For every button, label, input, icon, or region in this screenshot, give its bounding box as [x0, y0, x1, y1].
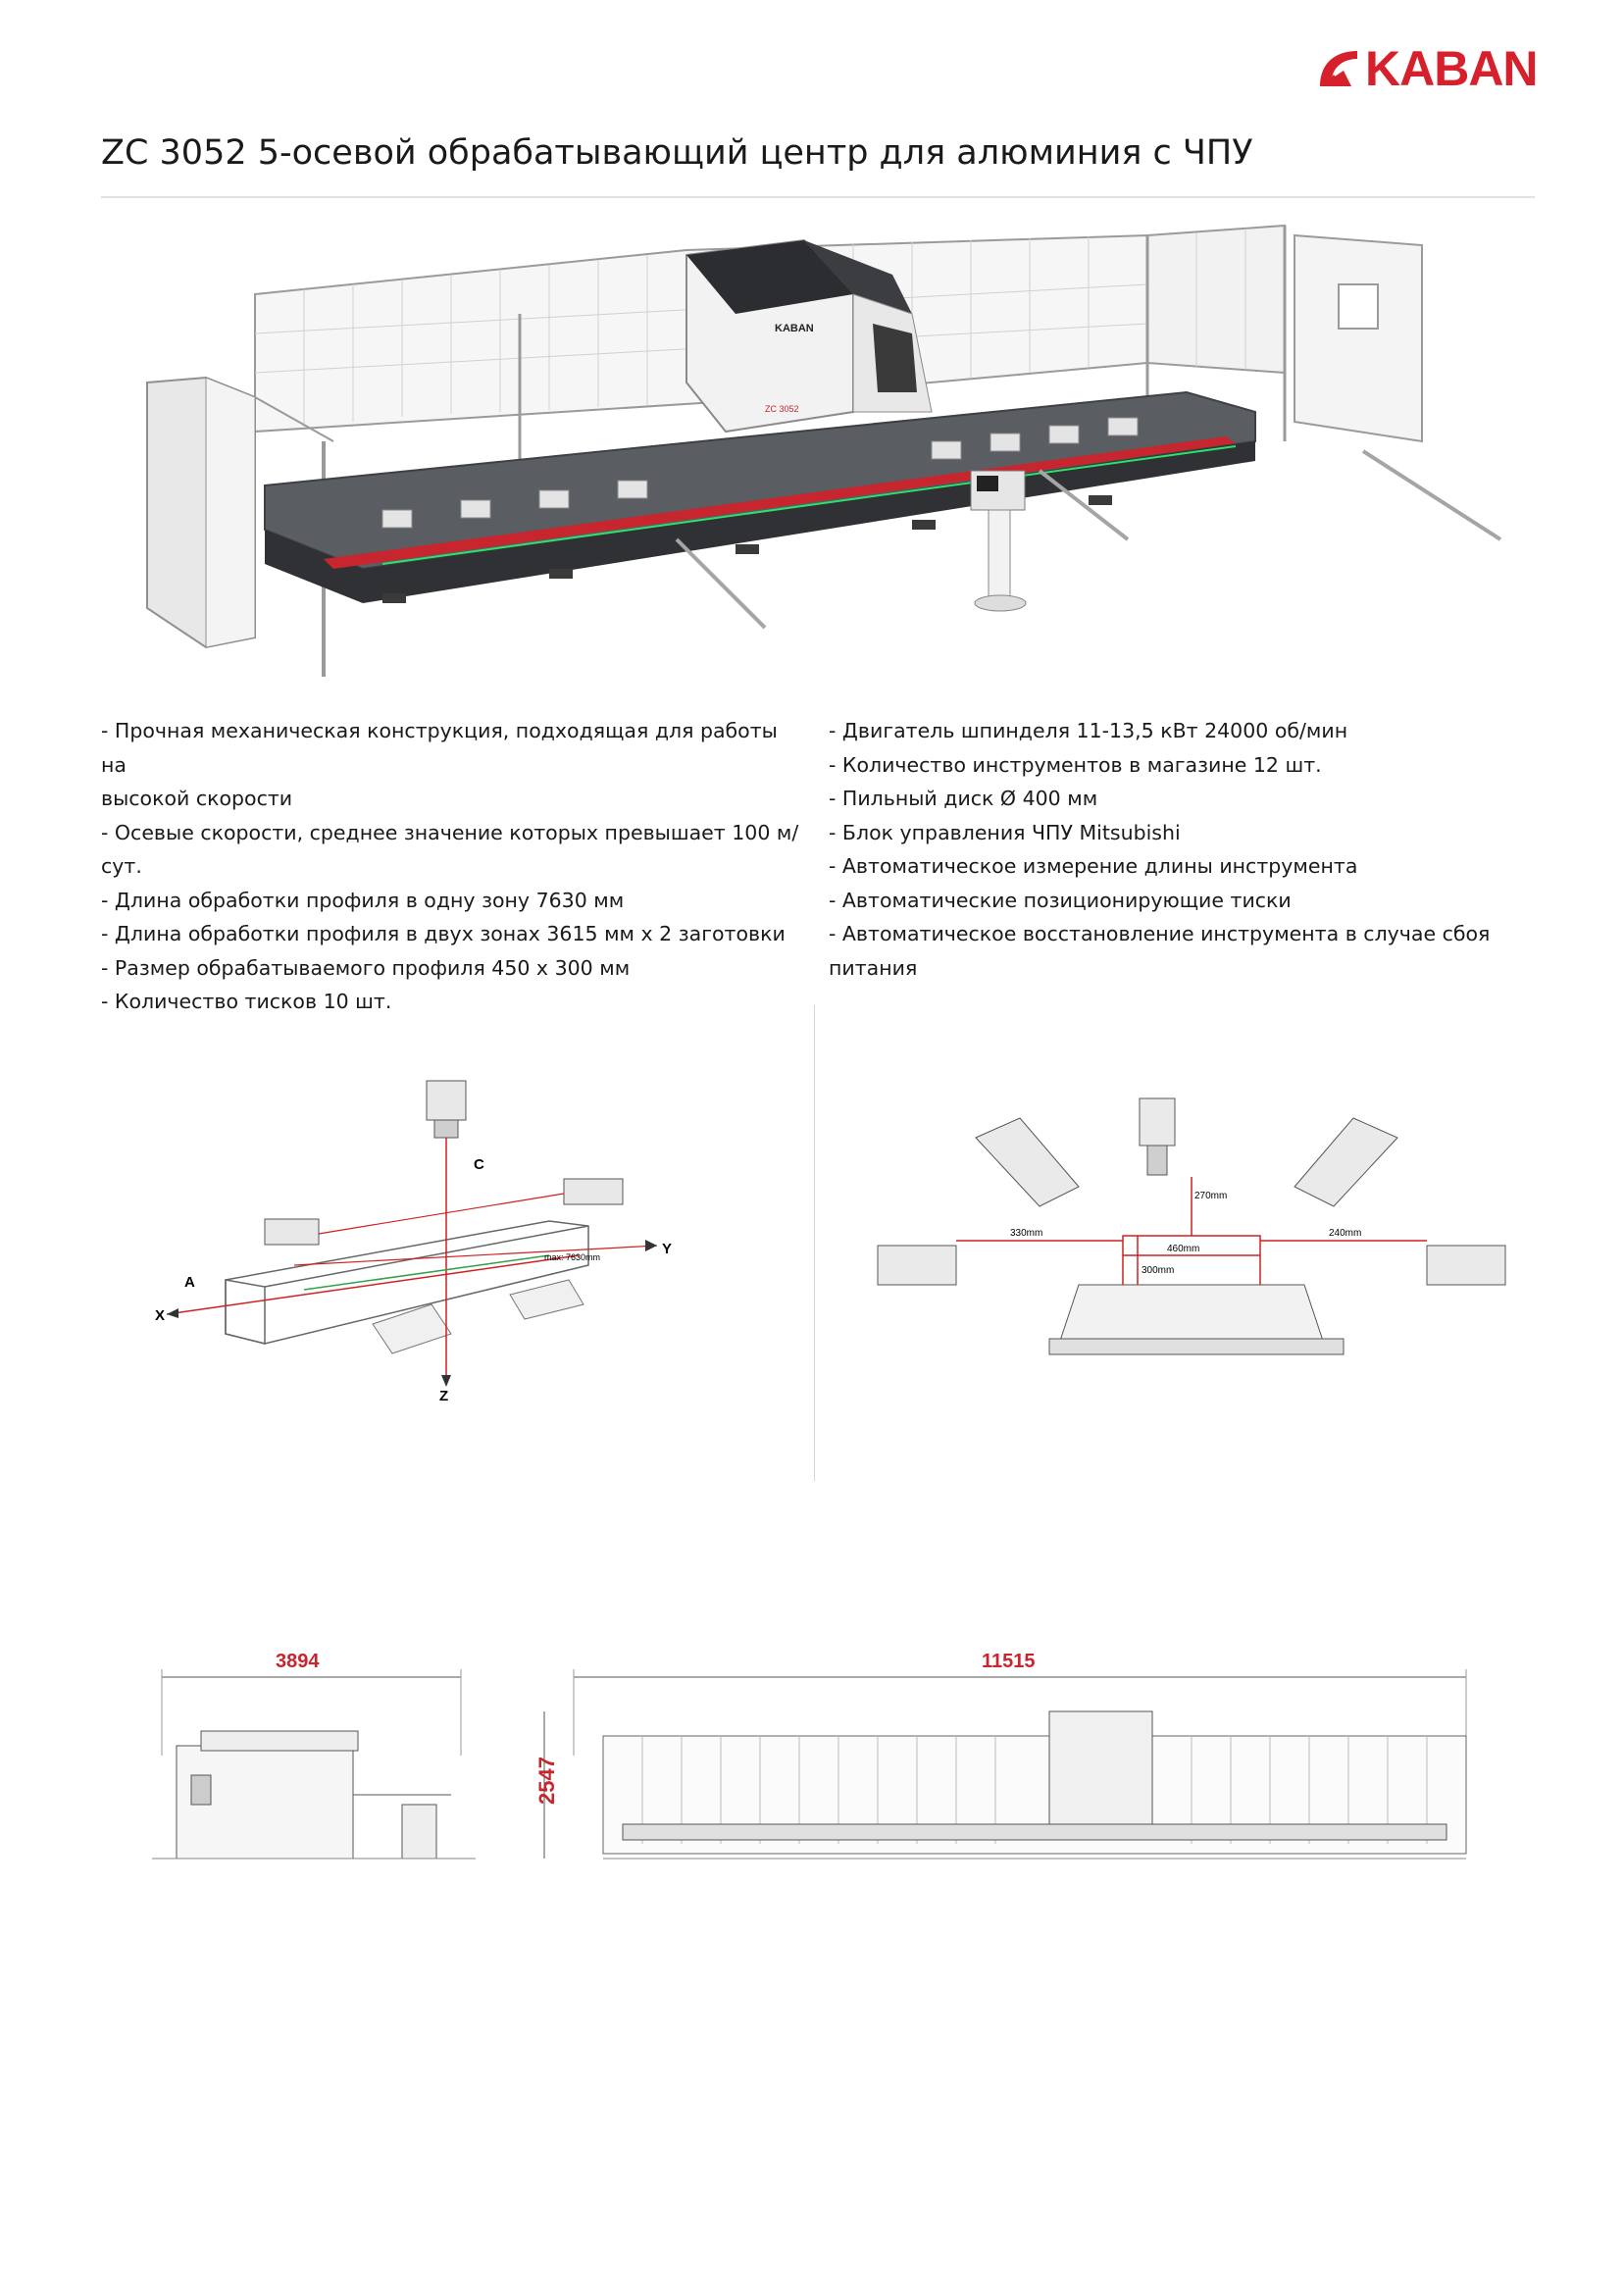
logo-text: KABAN — [1365, 41, 1539, 96]
svg-text:3894: 3894 — [276, 1651, 320, 1672]
svg-text:KABAN: KABAN — [775, 323, 814, 334]
feature-line: высокой скорости — [101, 787, 293, 810]
control-panel — [970, 470, 1027, 612]
svg-text:270mm: 270mm — [1194, 1191, 1227, 1201]
kaban-emblem-icon — [1320, 51, 1357, 86]
svg-text:max: 7630mm: max: 7630mm — [544, 1252, 600, 1262]
axes-diagram: X Y Z A C max: 7630mm — [155, 1080, 672, 1402]
feature-line: - Количество тисков 10 шт. — [101, 990, 392, 1013]
svg-text:2547: 2547 — [534, 1757, 559, 1805]
feature-line: - Автоматические позиционирующие тиски — [829, 888, 1292, 912]
feature-line: - Длина обработки профиля в двух зонах 3… — [101, 922, 786, 945]
feature-line: - Осевые скорости, среднее значение кото… — [101, 820, 799, 844]
svg-text:ZC 3052: ZC 3052 — [765, 404, 799, 414]
spindle-head-right — [563, 1178, 624, 1205]
feature-line: питания — [829, 955, 918, 980]
feature-line: - Длина обработки профиля в одну зону 76… — [101, 888, 625, 912]
front-view-drawing: 3894 — [152, 1651, 476, 1860]
features-right: - Двигатель шпинделя 11-13,5 кВт 24000 о… — [829, 714, 1535, 985]
feature-line: - Автоматическое восстановление инструме… — [829, 922, 1491, 945]
kaban-logo: KABAN — [1314, 41, 1540, 96]
feature-line: - Пильный диск Ø 400 мм — [829, 787, 1098, 810]
machine-illustration: KABAN ZC 3052 — [146, 224, 1502, 677]
svg-text:A: A — [184, 1274, 195, 1291]
svg-text:240mm: 240mm — [1329, 1228, 1361, 1239]
feature-line: - Двигатель шпинделя 11-13,5 кВт 24000 о… — [829, 719, 1348, 742]
spindle-head-top — [426, 1080, 467, 1139]
side-view-drawing: 11515 2547 — [534, 1651, 1467, 1860]
heads-diagram: 270mm 330mm 240mm 460mm 300mm — [877, 1097, 1506, 1355]
svg-text:330mm: 330mm — [1010, 1228, 1042, 1239]
feature-line: - Блок управления ЧПУ Mitsubishi — [829, 820, 1181, 844]
features-left: - Прочная механическая конструкция, подх… — [101, 714, 807, 1019]
svg-text:Z: Z — [439, 1388, 448, 1402]
feature-line: - Прочная механическая конструкция, подх… — [101, 719, 778, 777]
title-divider — [101, 196, 1535, 198]
svg-text:460mm: 460mm — [1167, 1244, 1199, 1254]
svg-text:Y: Y — [662, 1241, 672, 1257]
feature-line: - Количество инструментов в магазине 12 … — [829, 752, 1322, 777]
page-title: ZC 3052 5-осевой обрабатывающий центр дл… — [101, 133, 1253, 173]
feature-line: сут. — [101, 854, 142, 878]
svg-text:C: C — [474, 1156, 484, 1173]
svg-text:X: X — [155, 1307, 165, 1324]
svg-text:11515: 11515 — [982, 1651, 1036, 1672]
spindle-head-left — [264, 1218, 320, 1246]
gantry-head: KABAN ZC 3052 — [685, 238, 933, 433]
svg-text:300mm: 300mm — [1142, 1265, 1174, 1276]
feature-line: - Размер обрабатываемого профиля 450 x 3… — [101, 955, 631, 980]
column-divider — [814, 1005, 815, 1481]
feature-line: - Автоматическое измерение длины инструм… — [829, 854, 1358, 878]
